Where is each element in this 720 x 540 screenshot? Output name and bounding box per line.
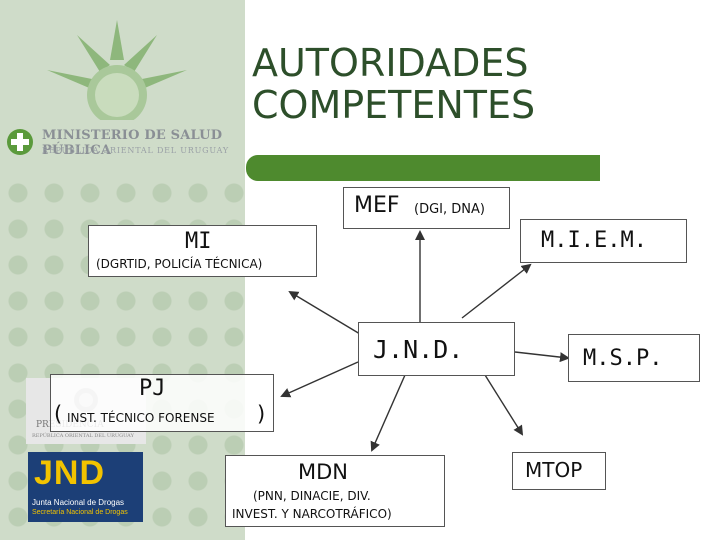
title-line-2: COMPETENTES: [252, 83, 536, 127]
node-jnd-label: J.N.D.: [373, 335, 464, 364]
node-msp: M.S.P.: [568, 334, 700, 382]
page-title: AUTORIDADES COMPETENTES: [252, 42, 535, 126]
node-mdn-label: MDN: [298, 460, 348, 484]
node-pj-paren-open: (: [54, 402, 63, 426]
node-pj-label: PJ: [139, 376, 166, 401]
node-miem: M.I.E.M.: [520, 219, 687, 263]
node-mi-sub: (DGRTID, POLICÍA TÉCNICA): [96, 257, 263, 271]
sun-logo-icon: [47, 20, 187, 120]
jnd-logo: JND Junta Nacional de Drogas Secretaría …: [28, 452, 143, 522]
arrow-to-mdn: [370, 374, 406, 452]
node-mef-sub: (DGI, DNA): [414, 202, 485, 217]
arrow-to-pj: [280, 361, 359, 398]
arrow-to-mi: [288, 290, 361, 335]
node-miem-label: M.I.E.M.: [541, 228, 647, 253]
arrow-to-msp: [514, 351, 570, 363]
medical-cross-icon: [7, 129, 33, 155]
node-mi: MI (DGRTID, POLICÍA TÉCNICA): [88, 225, 317, 277]
node-mef: MEF (DGI, DNA): [343, 187, 510, 229]
node-jnd: J.N.D.: [358, 322, 515, 376]
ministry-subtitle: REPÚBLICA ORIENTAL DEL URUGUAY: [42, 146, 229, 155]
title-line-1: AUTORIDADES: [252, 41, 529, 85]
node-mdn: MDN (PNN, DINACIE, DIV. INVEST. Y NARCOT…: [225, 455, 445, 527]
node-mdn-sub-line1: (PNN, DINACIE, DIV.: [253, 489, 371, 503]
node-pj-sub: INST. TÉCNICO FORENSE: [67, 411, 215, 425]
node-mef-label: MEF: [354, 193, 400, 218]
ministry-branding: MINISTERIO DE SALUD PÚBLICA REPÚBLICA OR…: [0, 122, 245, 162]
node-pj: PJ ( INST. TÉCNICO FORENSE ): [50, 374, 274, 432]
jnd-logo-line1: Junta Nacional de Drogas: [32, 498, 125, 507]
node-mi-label: MI: [185, 229, 212, 254]
jnd-logo-line2: Secretaría Nacional de Drogas: [32, 509, 128, 516]
node-mtop: MTOP: [512, 452, 606, 490]
node-mdn-sub-line2: INVEST. Y NARCOTRÁFICO): [232, 507, 392, 521]
green-divider-bar: [246, 155, 600, 181]
jnd-logo-text: JND: [34, 454, 106, 492]
presidencia-subtitle: REPÚBLICA ORIENTAL DEL URUGUAY: [32, 433, 134, 439]
node-msp-label: M.S.P.: [583, 346, 663, 371]
arrow-to-mtop: [484, 374, 524, 436]
arrow-to-miem: [461, 263, 532, 319]
node-pj-paren-close: ): [257, 402, 266, 426]
node-mtop-label: MTOP: [525, 458, 583, 482]
ministry-name: MINISTERIO DE SALUD PÚBLICA: [42, 128, 223, 158]
